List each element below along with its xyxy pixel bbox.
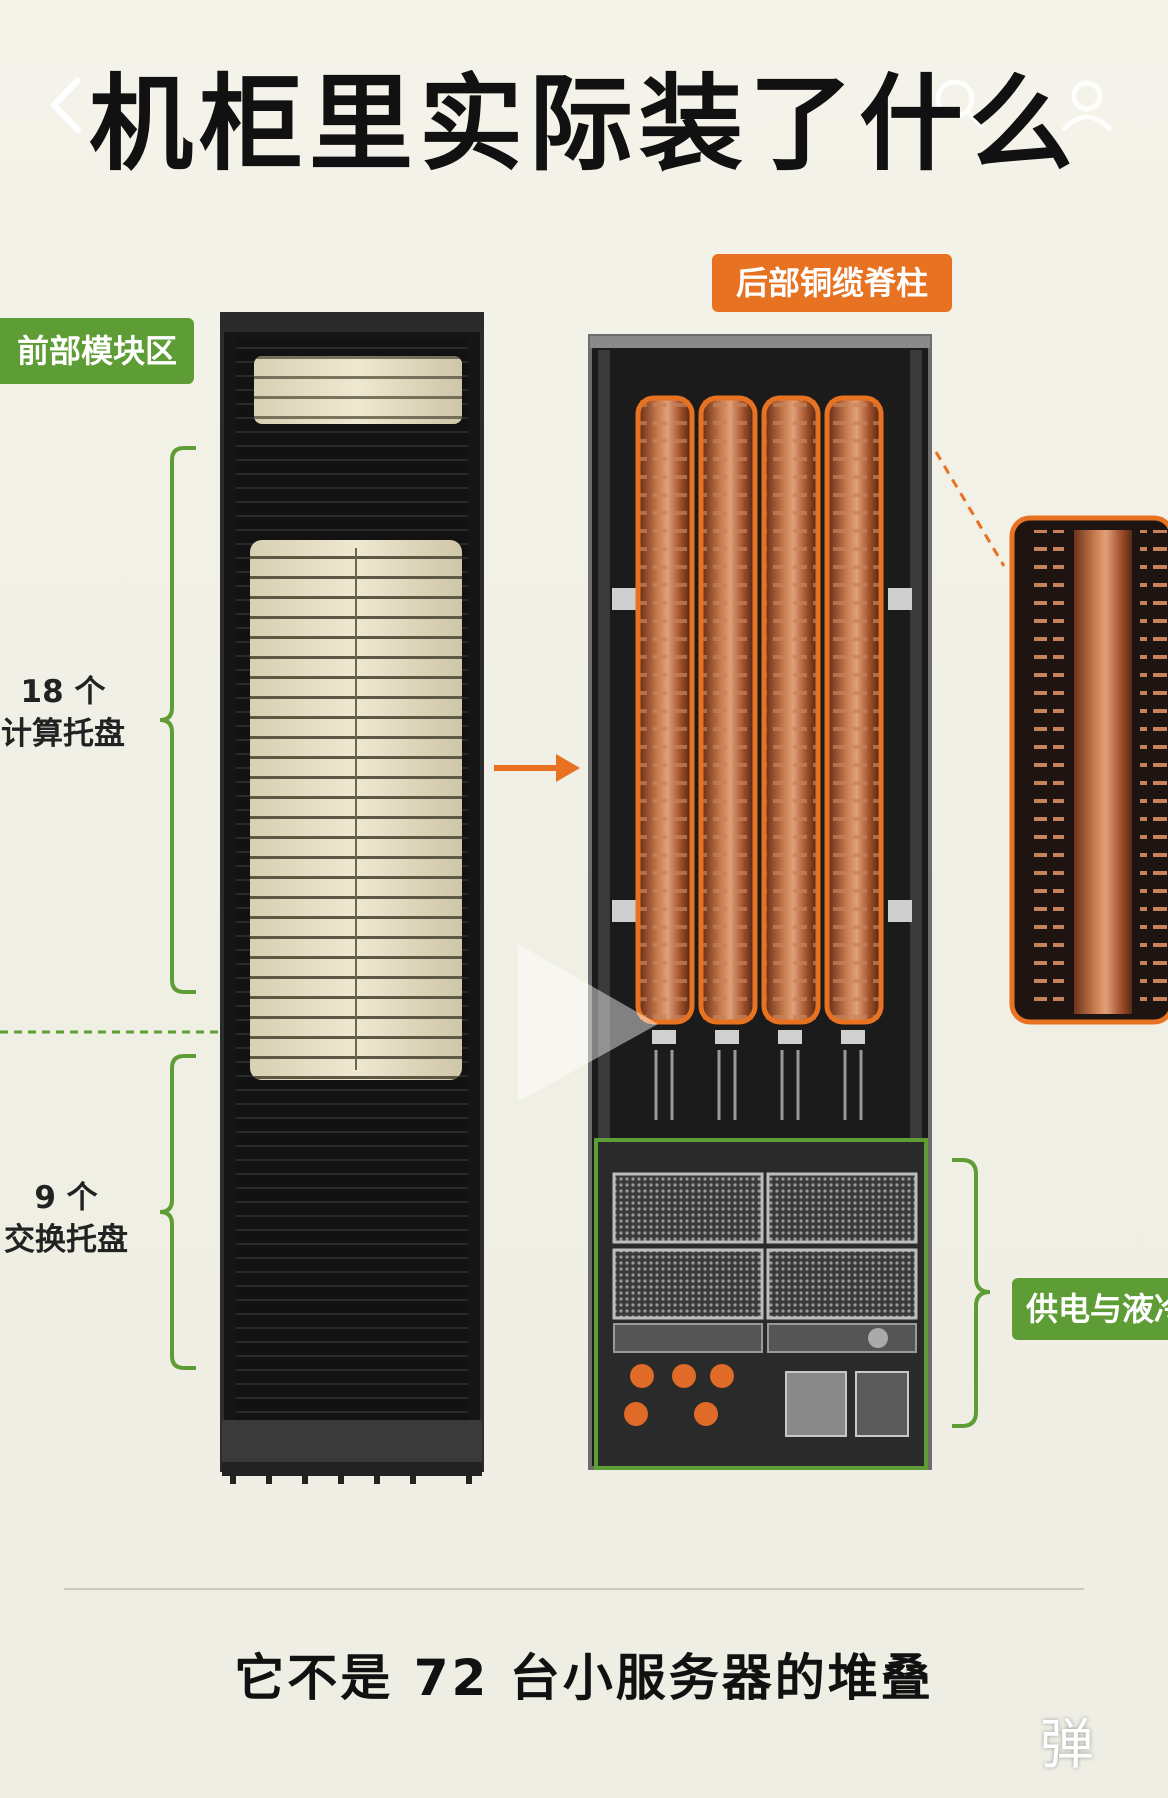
power-cooling-shelf [594,1138,928,1470]
spine-zoom-inset [1009,515,1168,1025]
copper-spine-4 [824,395,884,1025]
power-bracket [952,1158,991,1428]
front-rack [220,312,484,1484]
compute-tray-bracket [159,446,196,994]
rear-spine-tag: 后部铜缆脊柱 [712,254,952,312]
copper-spine-1 [635,395,695,1025]
switch-tray-count: 9 个 [34,1180,98,1216]
page-title: 机柜里实际装了什么 [88,63,1079,185]
zoom-leader [934,451,1006,567]
compute-tray-name: 计算托盘 [1,715,125,752]
arrow-right-icon [494,754,580,782]
danmu-button[interactable]: 弹 [1040,1713,1094,1776]
caption-divider [64,1588,1084,1590]
front-zone-tag: 前部模块区 [0,318,194,384]
chevron-left-icon[interactable] [44,70,104,140]
user-icon[interactable] [1055,74,1119,138]
rear-rack [588,334,932,1470]
compute-tray-count: 18 个 [20,674,106,710]
copper-spine-3 [761,395,821,1025]
power-cooling-tag: 供电与液冷 [1012,1278,1168,1340]
compute-tray-label: 18 个 计算托盘 [0,672,126,756]
play-icon[interactable] [518,944,658,1102]
switch-tray-bracket [159,1054,196,1370]
search-icon[interactable] [930,74,990,134]
caption-text: 它不是 72 台小服务器的堆叠 [234,1649,934,1707]
switch-tray-label: 9 个 交换托盘 [0,1178,132,1262]
copper-spine-2 [698,395,758,1025]
switch-tray-name: 交换托盘 [4,1221,128,1258]
